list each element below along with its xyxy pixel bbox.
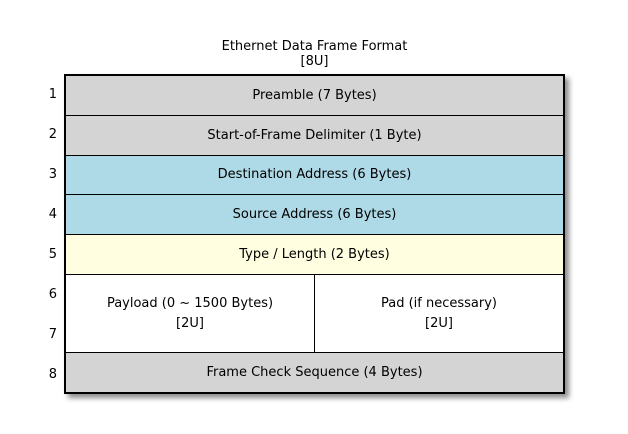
row-number-8: 8: [48, 366, 57, 382]
payload-unit-tag: [2U]: [176, 315, 204, 331]
pad-cell: Pad (if necessary) [2U]: [315, 274, 563, 353]
row-number-gutter: 1 2 3 4 5 6 7 8: [0, 74, 57, 394]
diagram-title-block: Ethernet Data Frame Format [8U]: [64, 39, 565, 69]
row-number-1: 1: [48, 86, 57, 102]
frame-row-destination-address: Destination Address (6 Bytes): [66, 154, 563, 195]
row-number-3: 3: [48, 166, 57, 182]
frame-row-fcs-label: Frame Check Sequence (4 Bytes): [206, 365, 423, 381]
row-number-2: 2: [48, 126, 57, 142]
frame-row-preamble-label: Preamble (7 Bytes): [252, 87, 377, 103]
frame-row-source-address: Source Address (6 Bytes): [66, 194, 563, 234]
frame-row-preamble: Preamble (7 Bytes): [66, 76, 563, 115]
frame-row-type-length-label: Type / Length (2 Bytes): [239, 246, 390, 262]
frame-table: Preamble (7 Bytes) Start-of-Frame Delimi…: [64, 74, 565, 394]
row-number-4: 4: [48, 206, 57, 222]
page-title: Ethernet Data Frame Format: [221, 39, 408, 54]
row-number-6: 6: [48, 286, 57, 302]
frame-row-destination-address-label: Destination Address (6 Bytes): [217, 167, 412, 183]
payload-label: Payload (0 ~ 1500 Bytes): [106, 295, 274, 311]
pad-label: Pad (if necessary): [380, 295, 497, 311]
frame-row-sfd: Start-of-Frame Delimiter (1 Byte): [66, 114, 563, 155]
row-number-5: 5: [48, 246, 57, 262]
title-unit-tag: [8U]: [300, 54, 329, 69]
row-number-7: 7: [48, 326, 57, 342]
frame-row-type-length: Type / Length (2 Bytes): [66, 234, 563, 274]
frame-row-payload-pad: Payload (0 ~ 1500 Bytes) [2U] Pad (if ne…: [66, 273, 563, 353]
payload-cell: Payload (0 ~ 1500 Bytes) [2U]: [66, 274, 315, 353]
frame-row-sfd-label: Start-of-Frame Delimiter (1 Byte): [207, 127, 422, 143]
pad-unit-tag: [2U]: [425, 315, 453, 331]
frame-row-source-address-label: Source Address (6 Bytes): [232, 207, 397, 223]
frame-row-fcs: Frame Check Sequence (4 Bytes): [66, 352, 563, 392]
